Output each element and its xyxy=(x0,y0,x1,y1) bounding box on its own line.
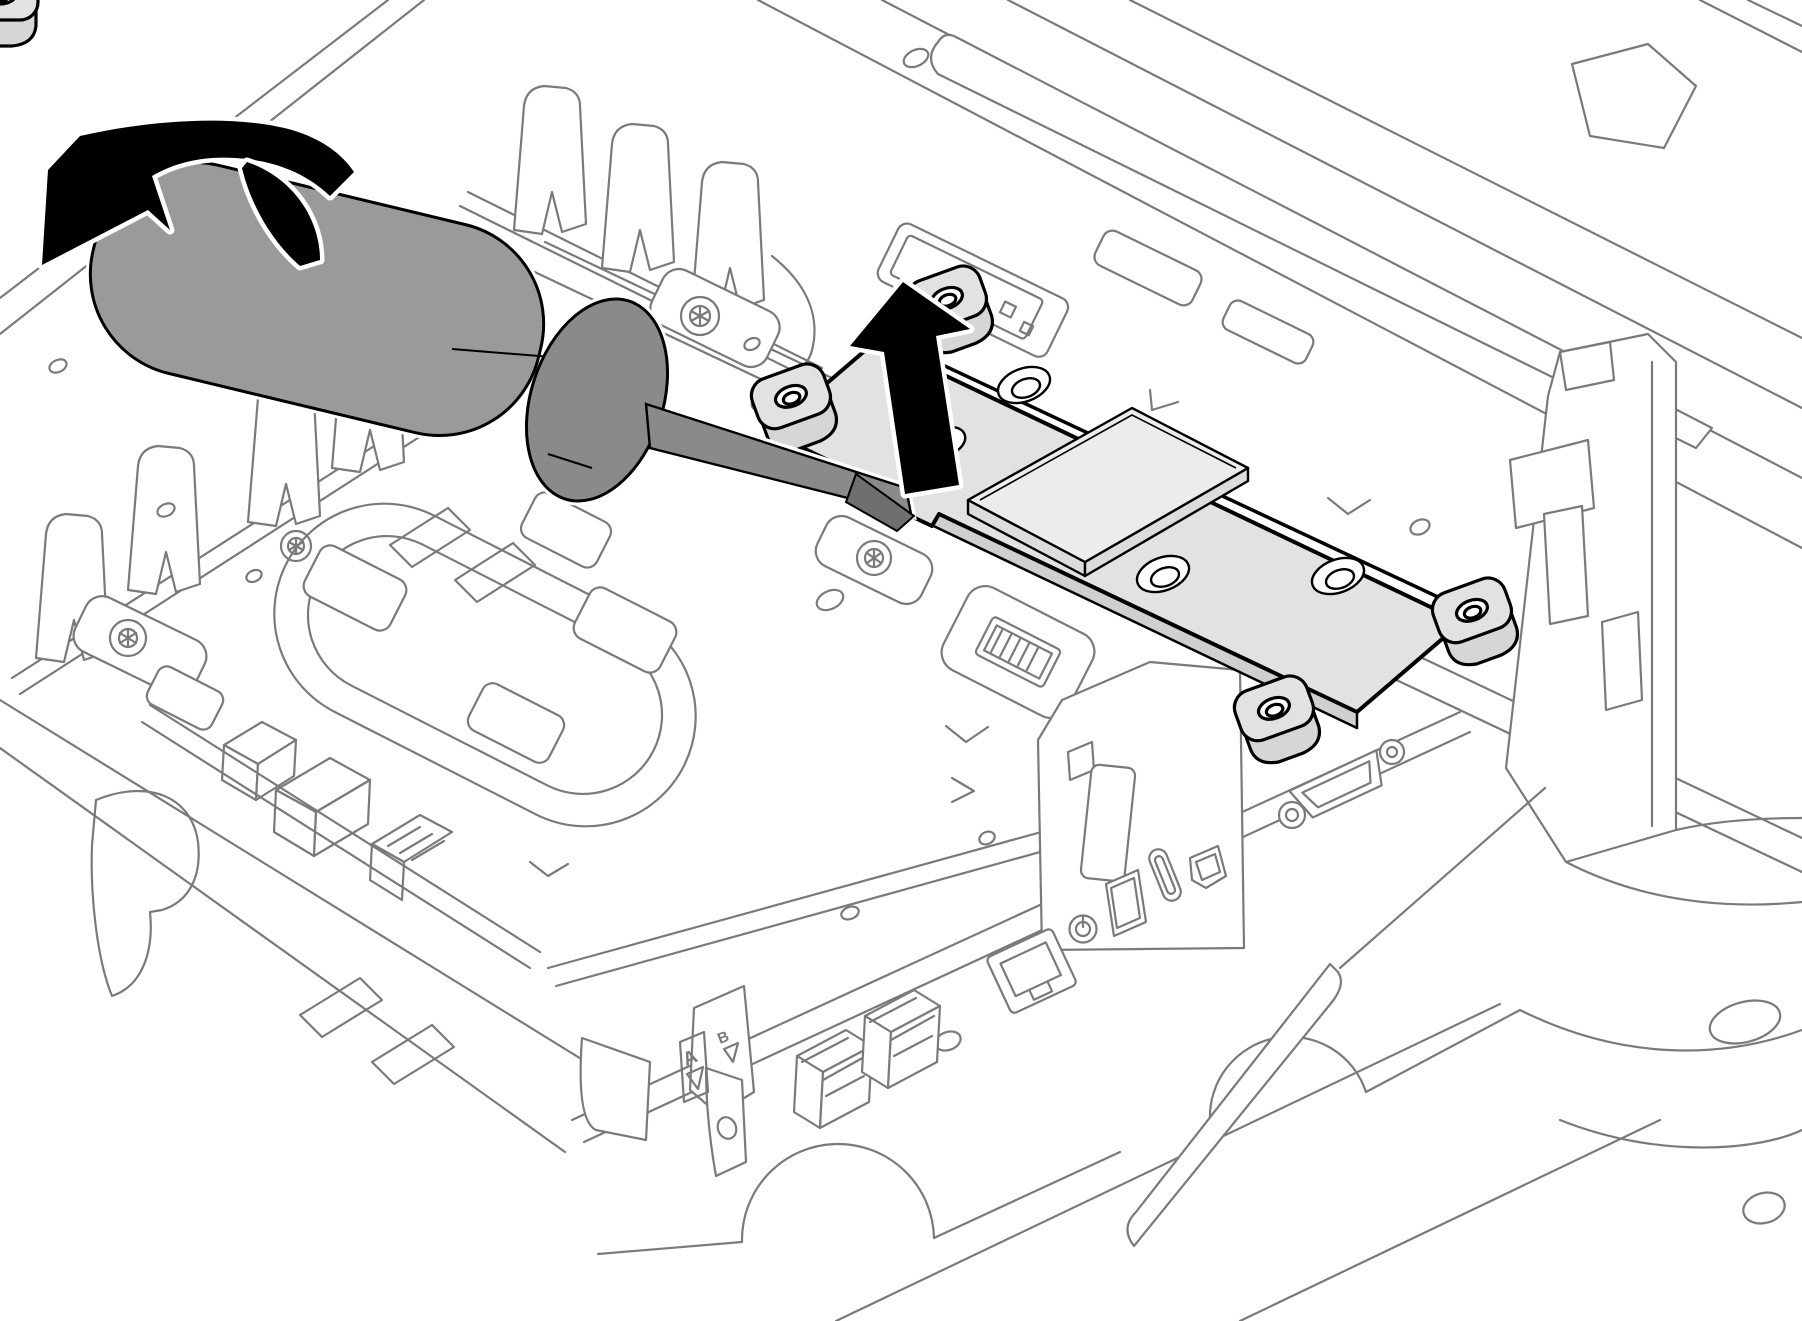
rail-band-4 xyxy=(1128,0,1802,340)
rotate-arrow-body xyxy=(42,120,354,265)
ethernet-port xyxy=(986,928,1077,1014)
column-flap xyxy=(1079,763,1137,883)
jack-nut xyxy=(1277,738,1406,830)
deck-hole xyxy=(156,502,176,518)
rail-band-3 xyxy=(1006,0,1802,410)
connector-rail-1 xyxy=(148,703,542,954)
screwdriver-handle xyxy=(88,160,546,438)
panel-bottom-left xyxy=(596,1240,744,1256)
deck-slot-top-2 xyxy=(1221,299,1315,365)
lift-arrow-icon xyxy=(845,277,975,499)
pill-slot xyxy=(1148,848,1182,902)
clip-top-right xyxy=(1570,42,1698,150)
deck-edge-left-1 xyxy=(0,698,627,1088)
standoff-block xyxy=(126,444,202,596)
deck-slot-top xyxy=(1093,229,1203,307)
flap-hole xyxy=(716,1116,738,1140)
standoff-block xyxy=(512,84,588,236)
pin-header xyxy=(974,616,1062,688)
deck-cutouts xyxy=(145,491,678,764)
release-handle xyxy=(1126,962,1343,1248)
handle-crease-bottom xyxy=(547,453,593,469)
screwdriver-tip xyxy=(844,472,916,533)
tray-rail-1 xyxy=(834,1002,1502,1321)
standoff-block xyxy=(690,160,766,312)
rotate-arrow-icon xyxy=(37,116,359,271)
emi-flap-right xyxy=(704,1066,748,1178)
label-b-triangle xyxy=(722,1041,740,1064)
release-handle-wire xyxy=(1338,786,1547,970)
torx-screw-icon xyxy=(108,618,148,658)
emi-flap-left xyxy=(579,1036,652,1142)
cable-wing xyxy=(1518,816,1802,1225)
panel-deck-edge-1 xyxy=(546,816,1094,970)
connector-cage-a xyxy=(792,1028,874,1130)
boss-east xyxy=(1425,571,1528,674)
rail-corner-1 xyxy=(1698,0,1802,54)
coolant-tube xyxy=(929,33,1714,450)
mini-port xyxy=(1188,844,1228,890)
panel-deck-edge-2 xyxy=(554,834,1100,988)
right-bracket xyxy=(1504,332,1678,864)
tube-hole xyxy=(902,47,930,69)
standoff-boss xyxy=(0,0,40,48)
usb-pad xyxy=(1104,868,1148,938)
panel-bottom-right xyxy=(932,1150,1122,1240)
torx-screw-icon xyxy=(814,514,934,606)
tray-rail-2 xyxy=(1238,1118,1662,1321)
connector-cage-b xyxy=(860,988,942,1090)
rail-corner-2 xyxy=(1746,0,1802,28)
torx-screw-icon xyxy=(679,295,721,337)
screwdriver xyxy=(85,157,917,533)
rotate-arrow-tail xyxy=(242,162,320,266)
label-a-triangle xyxy=(685,1065,705,1091)
lift-arrow-body xyxy=(850,282,970,494)
hook-clip xyxy=(90,789,200,998)
label-frame xyxy=(678,1030,710,1104)
deck-hole xyxy=(48,358,68,374)
deck-hole xyxy=(743,336,761,352)
video-connector xyxy=(1288,749,1383,819)
port-labels xyxy=(678,1030,740,1104)
thermal-pad-chip xyxy=(966,406,1250,578)
deck-edge-left-2 xyxy=(0,746,567,1154)
connector-rail-2 xyxy=(140,720,532,970)
standoff-block xyxy=(600,122,676,274)
deck-hole xyxy=(245,568,263,584)
power-icon xyxy=(1068,914,1098,944)
panel-arch-cutout xyxy=(740,1142,936,1244)
